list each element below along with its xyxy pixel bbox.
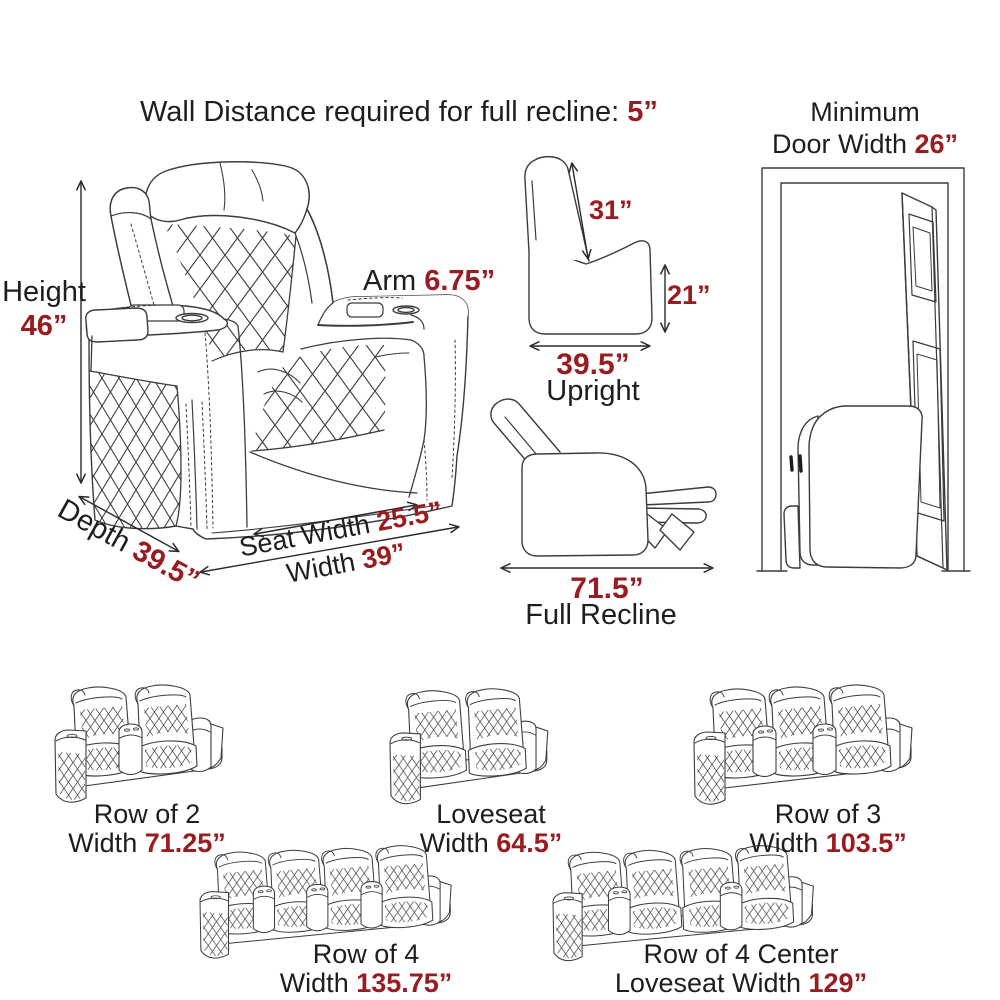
row-of-3-label: Row of 3 Width 103.5”	[728, 801, 928, 857]
row-of-4-center-drawing	[552, 845, 815, 962]
row-of-4-center-name: Row of 4 Center	[643, 939, 839, 969]
upright-arm-height-value: 21”	[667, 280, 711, 310]
row-of-3-width-value: 103.5”	[825, 828, 907, 858]
door-width-value: 26”	[914, 128, 959, 159]
upright-depth-value: 39.5”	[556, 348, 630, 381]
recline-caption: Full Recline	[525, 599, 677, 631]
row-of-2-width-value: 71.25”	[144, 828, 226, 858]
wall-distance-label: Wall Distance required for full recline:	[140, 96, 628, 128]
row-of-4-drawing	[199, 845, 452, 959]
main-chair-dimension-arrows	[80, 182, 458, 572]
loveseat-width-text: Width	[419, 828, 497, 858]
door-width-line1: Minimum	[810, 97, 920, 127]
loveseat-name: Loveseat	[436, 799, 546, 829]
door-width-line2: Door Width	[771, 128, 915, 159]
row-of-2-label: Row of 2 Width 71.25”	[47, 801, 247, 857]
row-of-3-name: Row of 3	[774, 799, 882, 829]
row-of-2-width-text: Width	[68, 828, 145, 858]
row-of-4-width-value: 135.75”	[356, 968, 453, 998]
row-of-4-center-width-text: Loveseat Width	[614, 968, 809, 998]
row-of-4-label: Row of 4 Width 135.75”	[266, 941, 466, 997]
arm-value: 6.75”	[424, 265, 496, 297]
loveseat-label: Loveseat Width 64.5”	[391, 801, 591, 857]
main-chair-drawing	[85, 161, 469, 540]
row-of-4-center-label: Row of 4 Center Loveseat Width 129”	[591, 941, 891, 997]
height-text: Height	[2, 276, 86, 308]
upright-back-length-value: 31”	[589, 195, 633, 225]
loveseat-drawing	[389, 688, 549, 805]
row-of-3-width-text: Width	[749, 828, 826, 858]
wall-distance-value: 5”	[627, 96, 658, 128]
upright-caption: Upright	[546, 375, 640, 407]
height-value: 46”	[20, 309, 68, 342]
row-of-4-width-text: Width	[279, 968, 357, 998]
loveseat-width-value: 64.5”	[496, 828, 563, 858]
recline-length-value: 71.5”	[570, 572, 644, 605]
arm-label: Arm 6.75”	[363, 265, 496, 297]
row-of-2-name: Row of 2	[93, 799, 201, 829]
row-of-3-drawing	[693, 684, 913, 805]
row-of-4-name: Row of 4	[312, 939, 420, 969]
row-of-4-center-width-value: 129”	[808, 968, 868, 998]
arm-text: Arm	[363, 265, 425, 297]
row-of-2-drawing	[54, 684, 224, 803]
upright-side-view-drawing	[524, 155, 665, 346]
door-drawing	[756, 167, 971, 572]
wall-distance-title: Wall Distance required for full recline:…	[140, 96, 658, 128]
recline-side-view-drawing	[490, 398, 717, 568]
